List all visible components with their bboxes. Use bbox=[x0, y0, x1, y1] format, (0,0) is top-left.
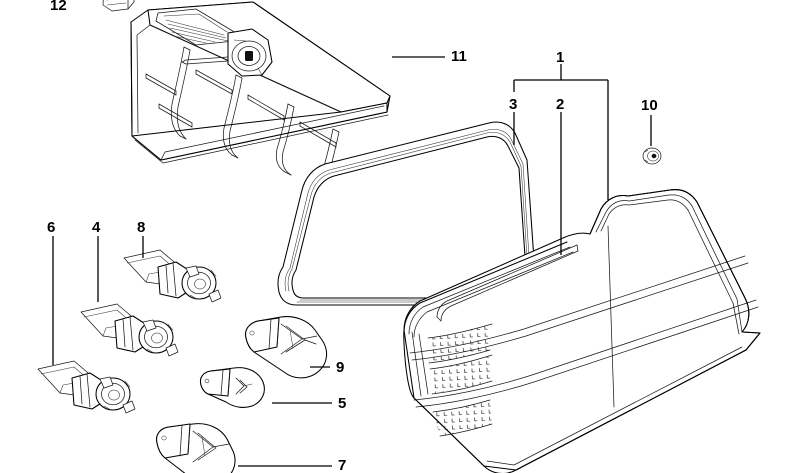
callout-number-12: 12 bbox=[50, 0, 67, 14]
part-bulb-carrier-plate bbox=[130, 1, 391, 189]
callout-number-8: 8 bbox=[137, 219, 146, 236]
part-bulb-small bbox=[200, 367, 265, 408]
callout-number-10: 10 bbox=[641, 97, 658, 114]
callout-number-11: 11 bbox=[451, 48, 467, 65]
callout-number-7: 7 bbox=[338, 457, 347, 473]
callout-number-2: 2 bbox=[556, 96, 565, 113]
part-retaining-clip bbox=[102, 0, 135, 12]
callout-number-4: 4 bbox=[92, 219, 101, 236]
callout-number-3: 3 bbox=[509, 96, 518, 113]
callout-leader-lines bbox=[52, 56, 652, 467]
callout-number-9: 9 bbox=[336, 359, 345, 376]
part-gasket-seal bbox=[277, 121, 537, 306]
part-bulb-socket-lower bbox=[37, 360, 136, 414]
part-tail-light-lens bbox=[403, 189, 761, 473]
part-bulb-socket-middle bbox=[80, 303, 179, 357]
callout-number-5: 5 bbox=[338, 395, 347, 412]
callout-number-1: 1 bbox=[556, 49, 565, 66]
callout-number-6: 6 bbox=[47, 219, 56, 236]
callout-bracket-1 bbox=[513, 64, 609, 200]
part-mounting-nut bbox=[642, 147, 662, 165]
part-bulb-large bbox=[245, 316, 328, 379]
part-bulb-socket-upper bbox=[123, 249, 222, 303]
part-bulb-medium bbox=[156, 423, 236, 473]
